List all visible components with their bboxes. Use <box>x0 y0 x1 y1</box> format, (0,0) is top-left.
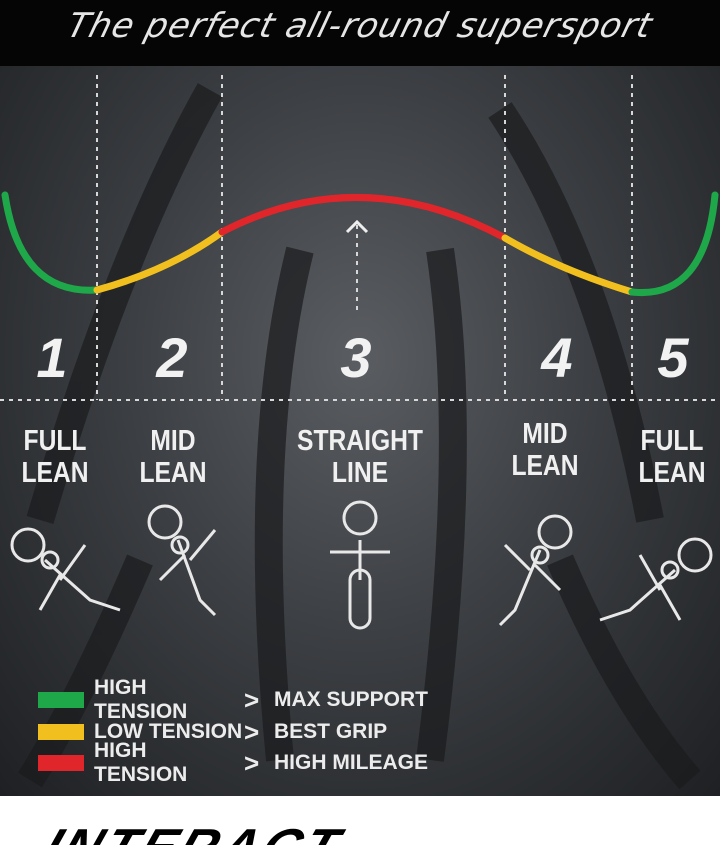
tread-grooves <box>18 83 701 790</box>
curve-yellow-left <box>93 228 226 294</box>
legend-swatch <box>38 692 84 708</box>
legend-item-green: HIGH TENSION>MAX SUPPORT <box>38 676 428 723</box>
tension-diagram <box>0 75 720 790</box>
zone-number-4: 4 <box>541 326 573 389</box>
zone-number-2: 2 <box>156 326 188 389</box>
rider-straight-icon <box>330 500 390 630</box>
curve-yellow-right <box>501 234 636 296</box>
tension-curve <box>1 191 719 297</box>
header-banner: The perfect all-round supersport <box>0 0 720 66</box>
zone-number-1: 1 <box>36 326 68 389</box>
rider-mid-lean-right-icon <box>498 514 573 627</box>
curve-green-right <box>628 191 719 297</box>
legend-item-yellow: LOW TENSION>BEST GRIP <box>38 717 387 747</box>
brand-logo: INTERACT <box>34 819 350 845</box>
legend-swatch <box>38 724 84 740</box>
footer <box>0 796 720 845</box>
rider-mid-lean-left-icon <box>147 504 217 617</box>
arrow-up-icon <box>345 219 369 234</box>
curve-red <box>218 194 509 242</box>
zone-number-3: 3 <box>340 326 372 389</box>
rider-full-lean-left-icon <box>10 527 121 612</box>
zone-dividers <box>0 75 720 401</box>
legend-swatch <box>38 755 84 771</box>
curve-green-left <box>1 191 101 294</box>
legend-item-red: HIGH TENSION>HIGH MILEAGE <box>38 739 428 786</box>
tire-background <box>0 66 720 796</box>
rider-icons <box>10 500 713 630</box>
rider-full-lean-right-icon <box>599 537 713 622</box>
zone-number-5: 5 <box>657 326 689 389</box>
